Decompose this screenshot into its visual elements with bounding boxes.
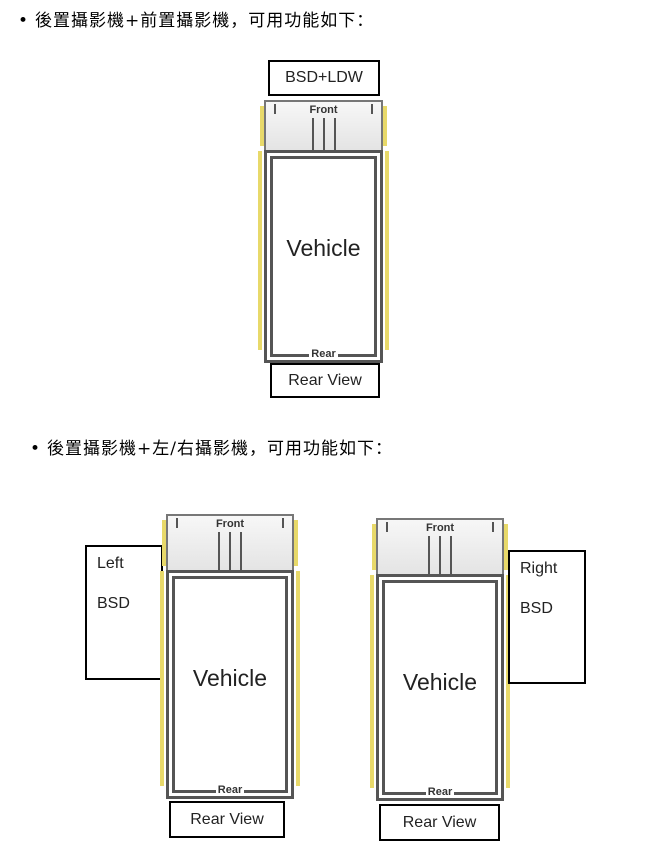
rear-view-label-box: Rear View <box>270 363 380 398</box>
rear-view-label: Rear View <box>402 813 477 831</box>
left-label: Left <box>97 555 124 572</box>
front-camera-lines <box>428 536 452 576</box>
section2-heading: •後置攝影機+左/右攝影機，可用功能如下： <box>30 434 393 459</box>
front-camera-lines <box>218 532 242 572</box>
bullet-icon: • <box>30 439 42 459</box>
vehicle-body: Vehicle Rear <box>160 570 300 799</box>
front-camera-area: Front <box>372 518 508 576</box>
front-label: Front <box>309 104 338 116</box>
rear-view-label: Rear View <box>190 810 264 828</box>
section1-heading-text: 後置攝影機+前置攝影機，可用功能如下： <box>35 11 375 31</box>
rear-label: Rear <box>309 348 338 360</box>
bullet-icon: • <box>18 11 30 31</box>
right-bsd-label: BSD <box>520 600 553 617</box>
vehicle-diagram-1: Front Vehicle Rear <box>258 100 389 363</box>
rear-label: Rear <box>425 786 455 798</box>
rear-view-label-box: Rear View <box>169 801 285 838</box>
vehicle-body: Vehicle Rear <box>370 574 510 801</box>
vehicle-label: Vehicle <box>192 665 268 691</box>
right-bsd-label-box: Right BSD <box>508 550 586 684</box>
rear-view-label: Rear View <box>288 371 362 389</box>
vehicle-diagram-2: Front Vehicle Rear <box>160 514 300 799</box>
front-camera-area: Front <box>162 514 298 572</box>
bsd-ldw-label: BSD+LDW <box>285 69 363 86</box>
left-bsd-label: BSD <box>97 595 130 612</box>
right-label: Right <box>520 560 558 577</box>
front-label: Front <box>425 522 455 534</box>
front-camera-lines <box>311 118 336 152</box>
vehicle-body: Vehicle Rear <box>258 150 389 363</box>
left-bsd-label-box: Left BSD <box>85 545 163 680</box>
rear-label: Rear <box>215 784 245 796</box>
rear-view-label-box: Rear View <box>379 804 500 841</box>
front-label: Front <box>215 518 245 530</box>
section1-heading: •後置攝影機+前置攝影機，可用功能如下： <box>18 6 374 31</box>
front-camera-area: Front <box>260 100 387 152</box>
section2-heading-text: 後置攝影機+左/右攝影機，可用功能如下： <box>47 439 394 459</box>
vehicle-label: Vehicle <box>402 669 478 695</box>
vehicle-label: Vehicle <box>286 235 361 261</box>
vehicle-diagram-3: Front Vehicle Rear <box>370 518 510 801</box>
bsd-ldw-label-box: BSD+LDW <box>268 60 380 96</box>
